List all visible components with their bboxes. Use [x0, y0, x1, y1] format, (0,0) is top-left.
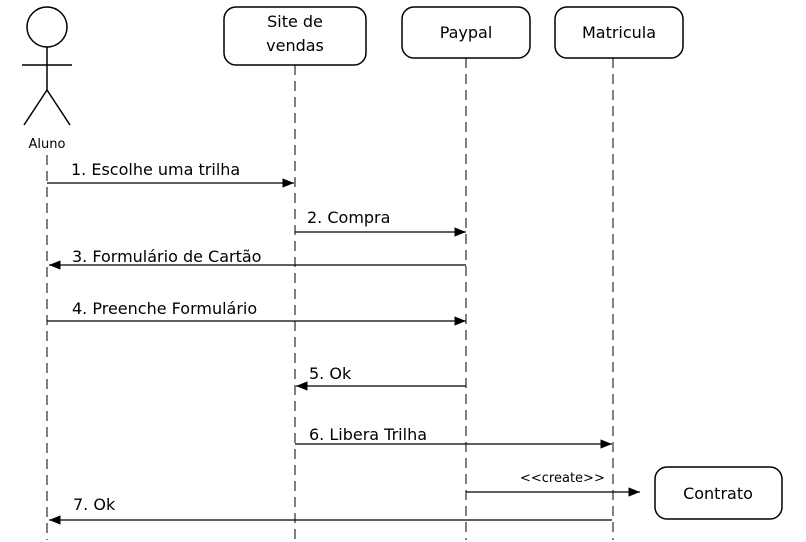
message-2-label: 2. Compra [307, 208, 390, 227]
message-2: 2. Compra [295, 208, 466, 237]
participant-contrato-label: Contrato [683, 484, 753, 503]
participant-site-line1: Site de [267, 12, 323, 31]
message-4: 4. Preenche Formulário [47, 299, 466, 326]
message-4-label: 4. Preenche Formulário [72, 299, 257, 318]
actor-right-leg [46, 89, 71, 126]
actor-aluno: Aluno [22, 6, 72, 152]
message-6-label: 6. Libera Trilha [309, 425, 427, 444]
participant-site-line2: vendas [266, 36, 324, 55]
message-5-label: 5. Ok [309, 364, 352, 383]
message-1-label: 1. Escolhe uma trilha [71, 160, 240, 179]
message-create: <<create>> [466, 471, 640, 497]
participant-matricula: Matricula [554, 6, 684, 59]
message-5: 5. Ok [296, 364, 466, 391]
message-3: 3. Formulário de Cartão [49, 247, 466, 270]
actor-left-leg [23, 89, 48, 126]
participant-paypal-label: Paypal [440, 23, 493, 42]
message-1: 1. Escolhe uma trilha [47, 160, 294, 188]
actor-label: Aluno [29, 137, 66, 152]
message-7: 7. Ok [49, 495, 612, 525]
actor-head [26, 6, 68, 48]
participant-matricula-label: Matricula [582, 23, 656, 42]
message-6: 6. Libera Trilha [295, 425, 612, 449]
message-create-label: <<create>> [520, 471, 605, 486]
message-3-label: 3. Formulário de Cartão [72, 247, 261, 266]
participant-site: Site de vendas [223, 6, 367, 66]
participant-contrato: Contrato [654, 466, 783, 520]
participant-paypal: Paypal [401, 6, 531, 59]
message-7-label: 7. Ok [73, 495, 116, 514]
